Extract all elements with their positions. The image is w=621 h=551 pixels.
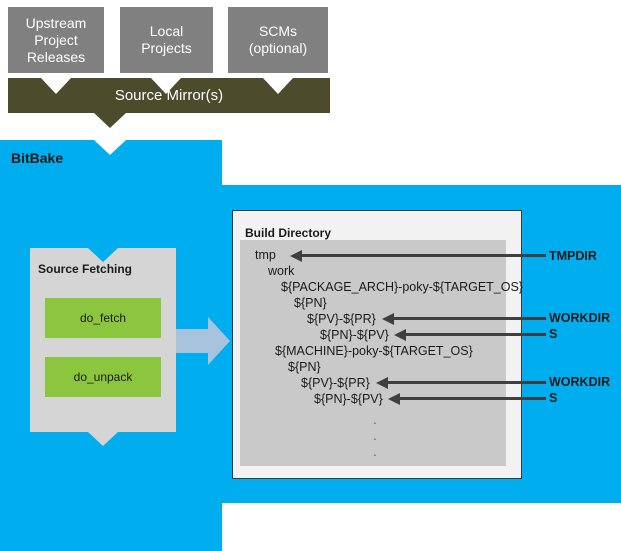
source-fetching-panel <box>30 248 176 432</box>
source-box-label: Local Projects <box>141 23 192 56</box>
fetch-to-builddir-arrow-shaft <box>176 329 208 353</box>
tree-ellipsis-dot-3: . <box>373 445 377 459</box>
tree-ellipsis-dot-2: . <box>373 429 377 443</box>
source-box-scms-optional[interactable]: SCMs (optional) <box>228 7 328 73</box>
callout-shaft-workdir-1 <box>392 317 546 320</box>
callout-label-s-2: S <box>549 391 558 405</box>
source-box-label: SCMs (optional) <box>248 23 308 56</box>
tree-ellipsis-dot-1: . <box>373 413 377 427</box>
source-box-label: Upstream Project Releases <box>25 14 87 65</box>
mirror-inflow-notch-scms-icon <box>263 78 293 94</box>
callout-shaft-s-2 <box>398 397 546 400</box>
tree-item-machine-poky-target-os[interactable]: ${MACHINE}-poky-${TARGET_OS} <box>275 344 473 358</box>
source-box-local-projects[interactable]: Local Projects <box>120 7 213 73</box>
tree-item-pn-2[interactable]: ${PN} <box>288 360 321 374</box>
callout-shaft-workdir-2 <box>386 381 546 384</box>
callout-label-workdir-2: WORKDIR <box>549 375 611 389</box>
tree-item-tmp[interactable]: tmp <box>255 248 276 262</box>
callout-arrowhead-tmpdir-icon <box>290 250 302 262</box>
tree-item-pn-pv-2[interactable]: ${PN}-${PV} <box>314 392 383 406</box>
callout-label-workdir-1: WORKDIR <box>549 311 611 325</box>
tree-item-package-arch-poky-target-os[interactable]: ${PACKAGE_ARCH}-poky-${TARGET_OS} <box>281 280 523 294</box>
callout-label-tmpdir: TMPDIR <box>549 249 597 263</box>
callout-label-s-1: S <box>549 327 558 341</box>
callout-shaft-s-1 <box>404 333 546 336</box>
callout-arrowhead-s-2-icon <box>388 393 400 405</box>
source-mirror-label: Source Mirror(s) <box>114 87 224 104</box>
fetch-to-builddir-arrow-head-icon <box>208 317 230 365</box>
callout-arrowhead-workdir-1-icon <box>382 313 394 325</box>
source-fetching-title: Source Fetching <box>38 262 133 276</box>
bitbake-label: BitBake <box>11 150 64 166</box>
callout-arrowhead-s-1-icon <box>394 329 406 341</box>
tree-item-pn-pv-1[interactable]: ${PN}-${PV} <box>320 328 389 342</box>
task-box-do-fetch[interactable]: do_fetch <box>45 298 161 338</box>
mirror-outflow-arrow-icon <box>94 113 126 128</box>
task-box-do-unpack[interactable]: do_unpack <box>45 357 161 397</box>
task-box-label: do_fetch <box>79 311 127 325</box>
source-fetching-inflow-notch-icon <box>88 248 118 262</box>
tree-item-pv-pr-2[interactable]: ${PV}-${PR} <box>301 376 370 390</box>
mirror-inflow-notch-upstream-icon <box>41 78 71 94</box>
tree-item-pn-1[interactable]: ${PN} <box>294 296 327 310</box>
callout-arrowhead-workdir-2-icon <box>376 377 388 389</box>
callout-shaft-tmpdir <box>300 254 546 257</box>
mirror-inflow-notch-local-icon <box>151 78 181 94</box>
source-fetching-outflow-arrow-icon <box>88 432 118 446</box>
tree-item-pv-pr-1[interactable]: ${PV}-${PR} <box>307 312 376 326</box>
source-box-upstream-project-releases[interactable]: Upstream Project Releases <box>8 7 104 73</box>
build-directory-title: Build Directory <box>245 226 332 240</box>
build-directory-tree-panel <box>240 240 506 466</box>
task-box-label: do_unpack <box>73 370 133 384</box>
bitbake-inflow-notch-icon <box>94 140 126 155</box>
tree-item-work[interactable]: work <box>268 264 295 278</box>
